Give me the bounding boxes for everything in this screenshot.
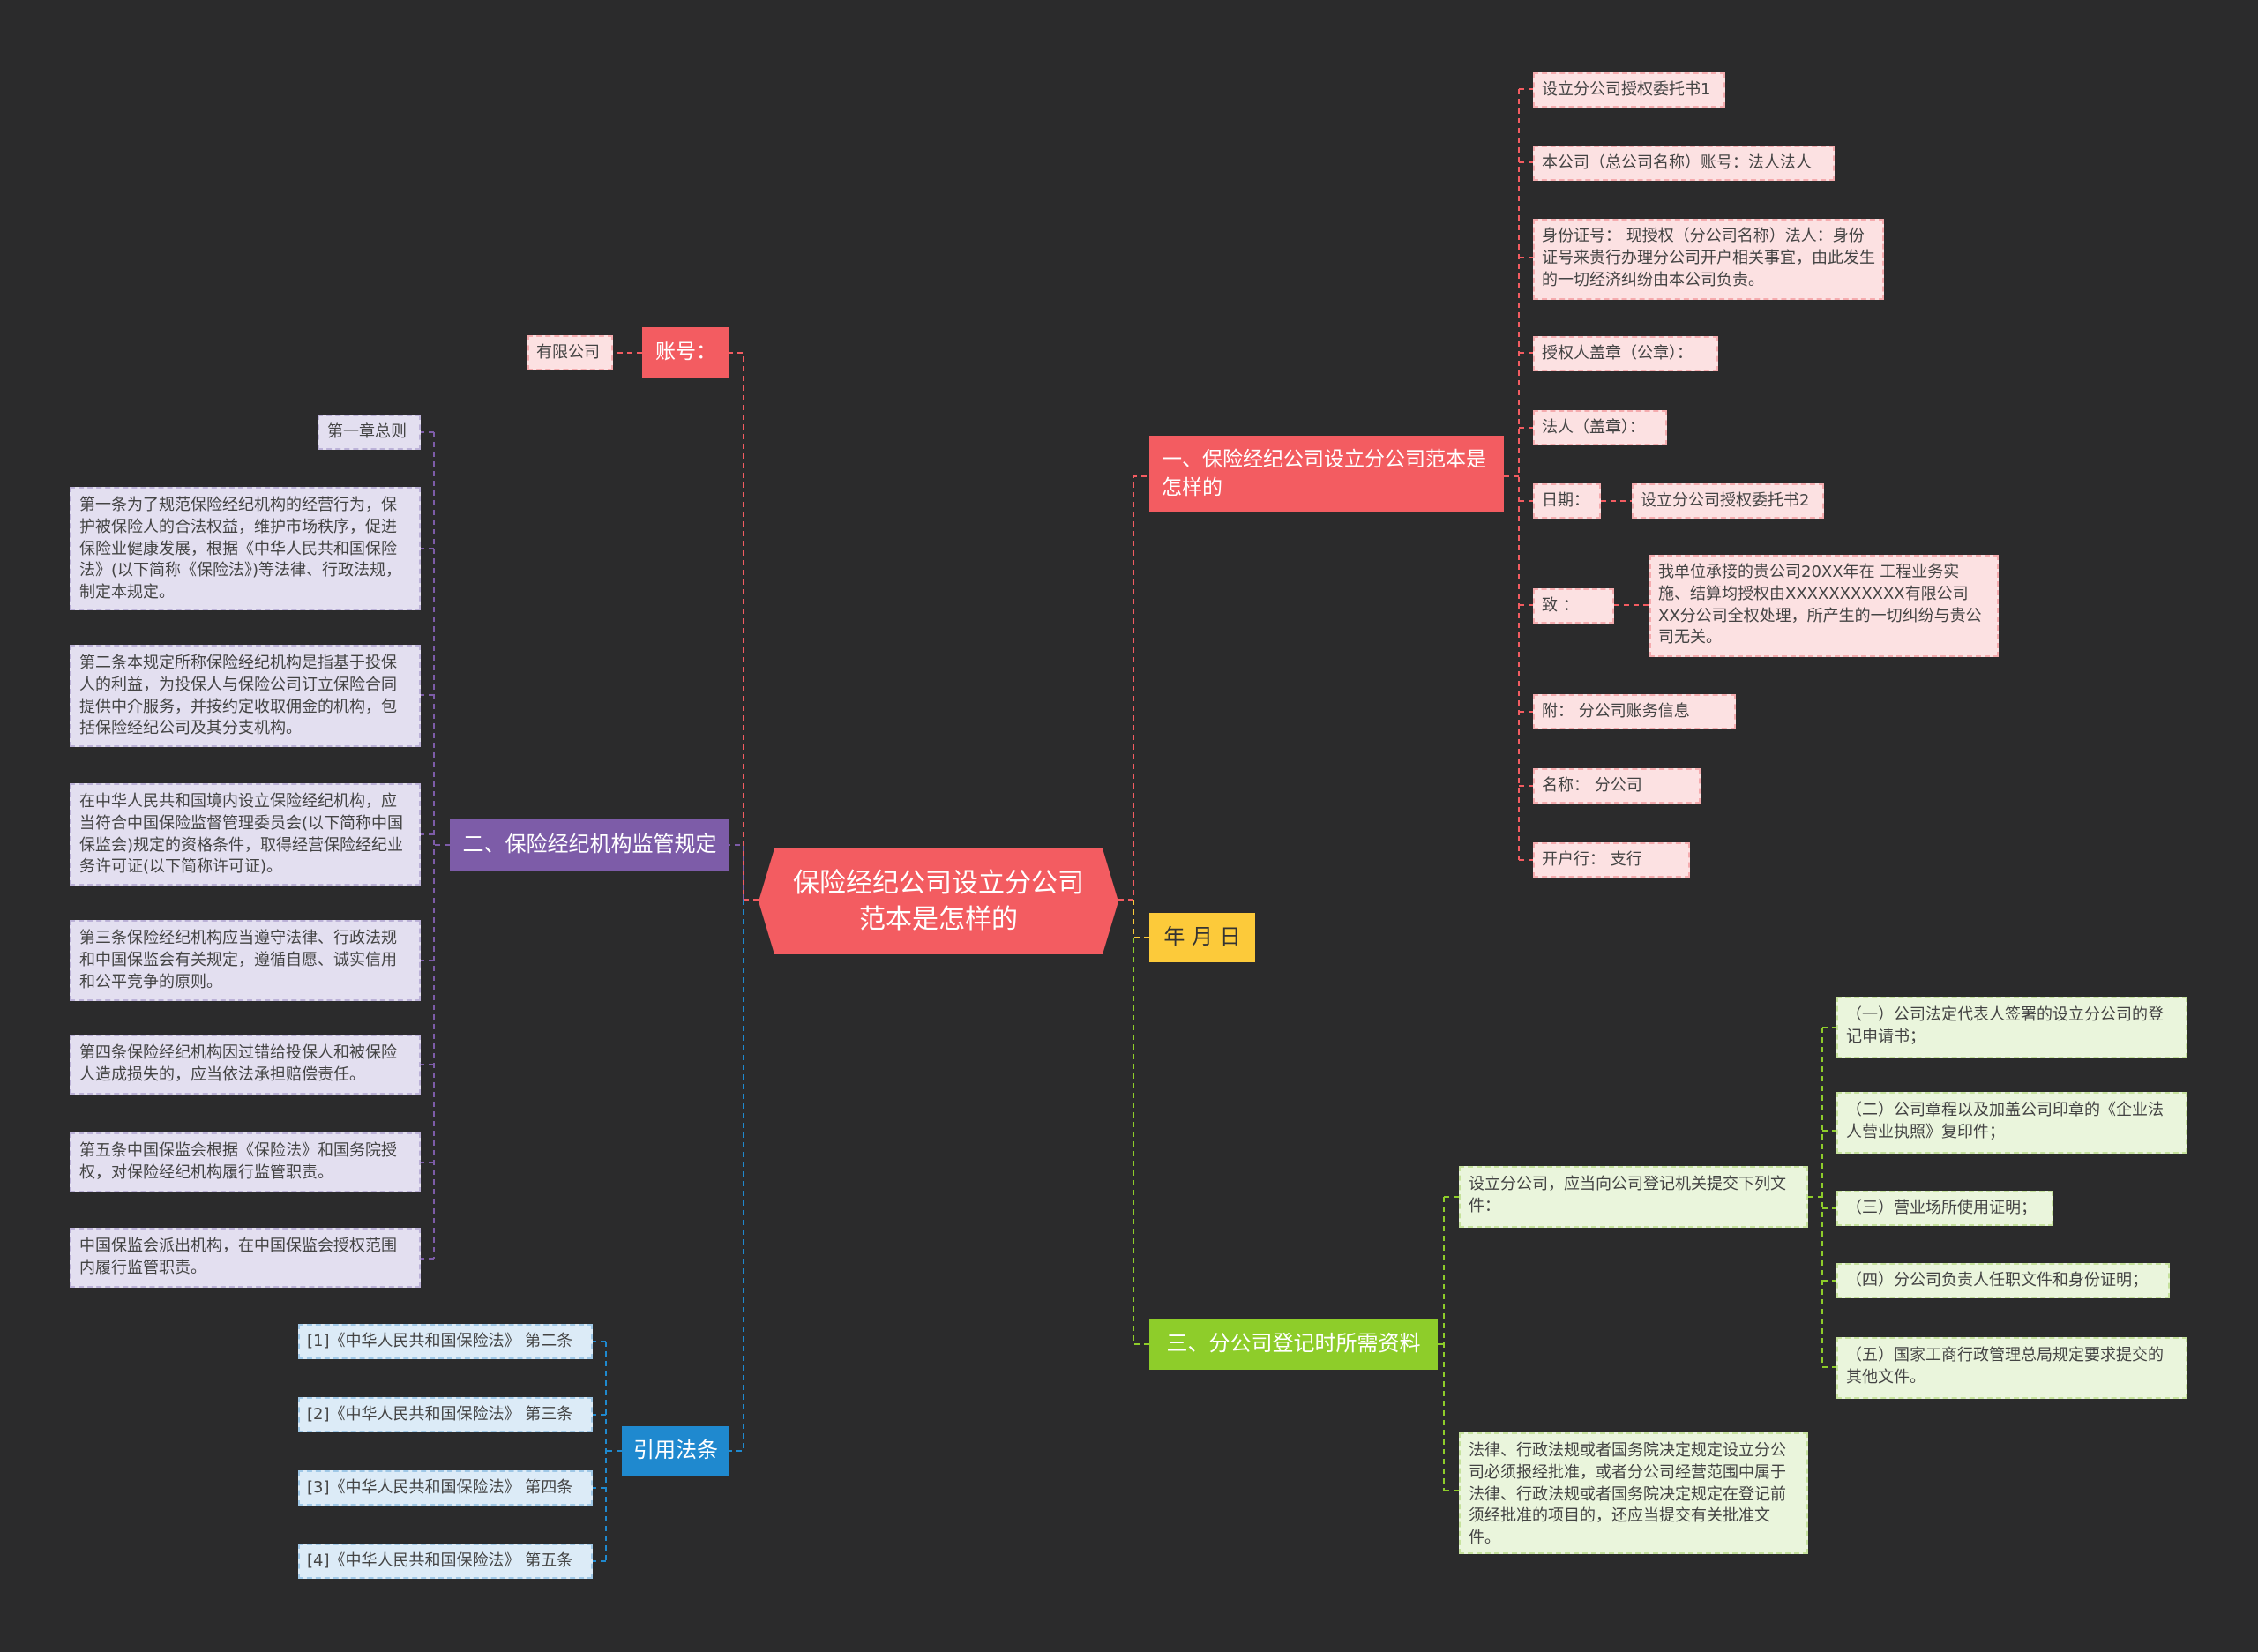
root-topic[interactable]: 保险经纪公司设立分公司范本是怎样的 — [759, 848, 1118, 954]
leaf-doc-1[interactable]: （一）公司法定代表人签署的设立分公司的登记申请书； — [1836, 997, 2187, 1058]
leaf-agency[interactable]: 中国保监会派出机构，在中国保监会授权范围内履行监管职责。 — [70, 1228, 421, 1288]
leaf-law-1[interactable]: [1]《中华人民共和国保险法》 第二条 — [298, 1324, 593, 1359]
leaf-name[interactable]: 名称： 分公司 — [1533, 768, 1701, 804]
leaf-account[interactable]: 本公司（总公司名称）账号：法人法人 — [1533, 146, 1835, 181]
leaf-article-4[interactable]: 第四条保险经纪机构因过错给投保人和被保险人造成损失的，应当依法承担赔偿责任。 — [70, 1035, 421, 1095]
leaf-authorization-letter-1[interactable]: 设立分公司授权委托书1 — [1533, 72, 1725, 108]
leaf-article-3[interactable]: 第三条保险经纪机构应当遵守法律、行政法规和中国保监会有关规定，遵循自愿、诚实信用… — [70, 920, 421, 1001]
leaf-chapter-1[interactable]: 第一章总则 — [318, 415, 421, 450]
branch-template[interactable]: 一、保险经纪公司设立分公司范本是怎样的 — [1149, 436, 1504, 512]
leaf-submit-docs[interactable]: 设立分公司，应当向公司登记机关提交下列文件： — [1459, 1166, 1808, 1228]
leaf-id-number[interactable]: 身份证号： 现授权（分公司名称）法人：身份证号来贵行办理分公司开户相关事宜，由此… — [1533, 219, 1884, 300]
leaf-doc-4[interactable]: （四）分公司负责人任职文件和身份证明； — [1836, 1263, 2170, 1298]
leaf-doc-3[interactable]: （三）营业场所使用证明； — [1836, 1191, 2053, 1226]
leaf-doc-2[interactable]: （二）公司章程以及加盖公司印章的《企业法人营业执照》复印件； — [1836, 1092, 2187, 1154]
leaf-article-2[interactable]: 第二条本规定所称保险经纪机构是指基于投保人的利益，为投保人与保险公司订立保险合同… — [70, 645, 421, 747]
leaf-doc-5[interactable]: （五）国家工商行政管理总局规定要求提交的其他文件。 — [1836, 1337, 2187, 1399]
leaf-authorizer-seal[interactable]: 授权人盖章（公章）： — [1533, 336, 1718, 371]
leaf-approval-docs[interactable]: 法律、行政法规或者国务院决定规定设立分公司必须报经批准，或者分公司经营范围中属于… — [1459, 1432, 1808, 1554]
leaf-authorization-letter-2[interactable]: 设立分公司授权委托书2 — [1632, 483, 1824, 519]
leaf-law-2[interactable]: [2]《中华人民共和国保险法》 第三条 — [298, 1397, 593, 1432]
leaf-to[interactable]: 致 ： — [1533, 588, 1614, 624]
branch-registration-docs[interactable]: 三、分公司登记时所需资料 — [1149, 1319, 1438, 1370]
leaf-bank[interactable]: 开户行： 支行 — [1533, 842, 1690, 878]
leaf-limited-company[interactable]: 有限公司 — [527, 335, 613, 370]
leaf-law-4[interactable]: [4]《中华人民共和国保险法》 第五条 — [298, 1544, 593, 1579]
branch-account[interactable]: 账号： — [642, 327, 729, 378]
leaf-qualification[interactable]: 在中华人民共和国境内设立保险经纪机构，应当符合中国保险监督管理委员会(以下简称中… — [70, 783, 421, 886]
leaf-law-3[interactable]: [3]《中华人民共和国保险法》 第四条 — [298, 1470, 593, 1506]
leaf-legal-rep-seal[interactable]: 法人（盖章）： — [1533, 410, 1667, 445]
leaf-date[interactable]: 日期： — [1533, 483, 1601, 519]
branch-date[interactable]: 年 月 日 — [1149, 913, 1255, 962]
leaf-attachment[interactable]: 附： 分公司账务信息 — [1533, 694, 1736, 729]
branch-cited-laws[interactable]: 引用法条 — [622, 1426, 729, 1476]
leaf-article-5[interactable]: 第五条中国保监会根据《保险法》和国务院授权，对保险经纪机构履行监管职责。 — [70, 1132, 421, 1192]
leaf-to-content[interactable]: 我单位承接的贵公司20XX年在 工程业务实施、结算均授权由XXXXXXXXXXX… — [1649, 555, 1999, 657]
leaf-article-1[interactable]: 第一条为了规范保险经纪机构的经营行为，保护被保险人的合法权益，维护市场秩序，促进… — [70, 487, 421, 610]
branch-regulations[interactable]: 二、保险经纪机构监管规定 — [450, 819, 729, 871]
